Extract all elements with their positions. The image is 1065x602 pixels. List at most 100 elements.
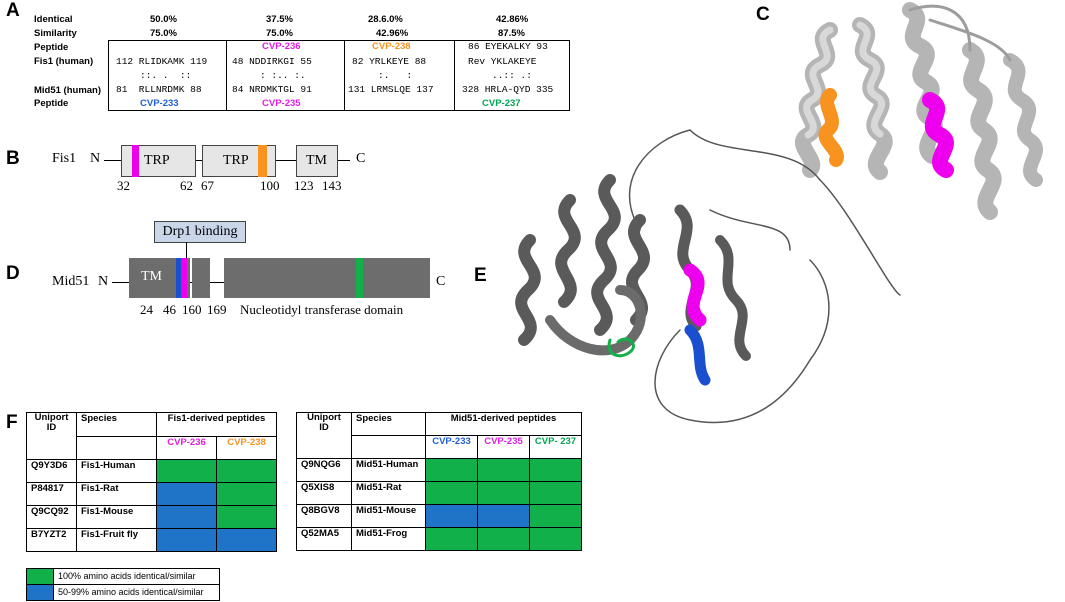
table-row: Q9CQ92 Fis1-Mouse xyxy=(26,505,277,529)
c-terminus: C xyxy=(436,274,446,289)
match-2: : :.. :. xyxy=(260,70,306,81)
header-uniport-line2: ID xyxy=(46,422,57,433)
legend-row-blue: 50-99% amino acids identical/similar xyxy=(27,585,219,600)
species: Fis1-Mouse xyxy=(76,505,157,529)
fis1-seq-1: 112 RLIDKAMK 119 xyxy=(116,56,208,67)
match-3: :. : xyxy=(378,70,413,81)
fis1-conservation-table: Uniport ID Species Fis1-derived peptides… xyxy=(26,412,277,552)
cvp-233-site xyxy=(176,258,181,298)
similarity-3: 42.96% xyxy=(376,28,409,39)
conservation-cell xyxy=(156,459,217,483)
conservation-cell xyxy=(477,458,530,482)
mid51-seq-1: 81 RLLNRDMK 88 xyxy=(116,84,202,95)
cvp-236-helix xyxy=(922,92,954,178)
match-4: ..:: .: xyxy=(492,70,532,81)
legend-swatch-blue xyxy=(27,585,54,600)
cvp-237-site xyxy=(356,258,363,298)
helix-2-highlight xyxy=(856,21,886,138)
conservation-cell xyxy=(425,527,478,551)
pos-160: 160 xyxy=(182,302,202,317)
header-cvp-236: CVP-236 xyxy=(156,436,217,460)
header-blank xyxy=(351,435,426,459)
species: Mid51-Human xyxy=(351,458,426,482)
peptide-cvp-236: CVP-236 xyxy=(262,41,301,52)
species: Mid51-Rat xyxy=(351,481,426,505)
conservation-cell xyxy=(216,459,277,483)
header-cvp-237: CVP- 237 xyxy=(529,435,582,459)
fis1-seq-2: 48 NDDIRKGI 55 xyxy=(232,56,312,67)
domain-label: Nucleotidyl transferase domain xyxy=(240,302,404,317)
species: Fis1-Rat xyxy=(76,482,157,506)
alignment-divider xyxy=(226,40,227,111)
row-label-similarity: Similarity xyxy=(34,28,77,39)
header-cvp-235: CVP-235 xyxy=(477,435,530,459)
mid51-seq-4: 328 HRLA-QYD 335 xyxy=(462,84,554,95)
conservation-cell xyxy=(216,528,277,552)
panel-label-d: D xyxy=(6,263,20,284)
header-uniport: Uniport ID xyxy=(296,412,352,459)
header-uniport-line1: Uniport xyxy=(307,412,341,423)
pos-24: 24 xyxy=(140,302,153,317)
binding-connector xyxy=(186,242,187,258)
n-terminus: N xyxy=(98,274,109,289)
species: Fis1-Human xyxy=(76,459,157,483)
legend-label-green: 100% amino acids identical/similar xyxy=(58,571,196,581)
table-row: Q8BGV8 Mid51-Mouse xyxy=(296,504,582,528)
pos-62: 62 xyxy=(180,178,193,193)
identical-4: 42.86% xyxy=(496,14,529,25)
panel-label-b: B xyxy=(6,148,20,169)
conservation-cell xyxy=(216,505,277,529)
conservation-cell xyxy=(156,505,217,529)
header-cvp-233: CVP-233 xyxy=(425,435,478,459)
table-row: B7YZT2 Fis1-Fruit fly xyxy=(26,528,277,552)
header-blank xyxy=(76,436,157,460)
legend-row-green: 100% amino acids identical/similar xyxy=(27,569,219,585)
peptide-cvp-238: CVP-238 xyxy=(372,41,411,52)
mid51-conservation-table: Uniport ID Species Mid51-derived peptide… xyxy=(296,412,582,551)
peptide-cvp-235: CVP-235 xyxy=(262,98,301,109)
similarity-4: 87.5% xyxy=(498,28,525,39)
conservation-cell xyxy=(425,481,478,505)
alignment-divider xyxy=(454,40,455,111)
conservation-cell xyxy=(529,527,582,551)
panel-label-c: C xyxy=(756,4,770,25)
identical-1: 50.0% xyxy=(150,14,177,25)
pos-67: 67 xyxy=(201,178,214,193)
tm-domain: TM xyxy=(129,258,176,298)
table-row: P84817 Fis1-Rat xyxy=(26,482,277,506)
conservation-cell xyxy=(529,458,582,482)
panel-label-e: E xyxy=(474,265,487,286)
trp-domain-1: TRP xyxy=(121,145,196,177)
trp-domain-2: TRP xyxy=(202,145,276,177)
uniport-id: Q5XIS8 xyxy=(296,481,352,505)
uniport-id: P84817 xyxy=(26,482,77,506)
linker-segment xyxy=(187,258,190,298)
tm-label: TM xyxy=(141,269,162,284)
pos-123: 123 xyxy=(294,178,314,193)
cvp-238-site xyxy=(258,145,267,177)
row-label-identical: Identical xyxy=(34,14,73,25)
legend-swatch-green xyxy=(27,569,54,584)
uniport-id: B7YZT2 xyxy=(26,528,77,552)
alignment-box xyxy=(108,40,570,111)
fis1-name: Fis1 xyxy=(52,151,77,166)
trp-label-1: TRP xyxy=(144,153,170,168)
nucleotidyl-transferase-domain xyxy=(224,258,430,298)
fis1-seq-4-rev: Rev YKLAKEYE xyxy=(468,56,537,67)
pos-143: 143 xyxy=(322,178,342,193)
row-label-peptide-bottom: Peptide xyxy=(34,98,69,109)
uniport-id: Q9NQG6 xyxy=(296,458,352,482)
loop-linker xyxy=(709,209,791,251)
peptide-cvp-233: CVP-233 xyxy=(140,98,179,109)
pos-46: 46 xyxy=(163,302,176,317)
identical-2: 37.5% xyxy=(266,14,293,25)
mid51-seq-3: 131 LRMSLQE 137 xyxy=(348,84,434,95)
trp-label-2: TRP xyxy=(223,153,249,168)
fis1-seq-4: 86 EYEKALKY 93 xyxy=(468,41,548,52)
uniport-id: Q9Y3D6 xyxy=(26,459,77,483)
similarity-2: 75.0% xyxy=(266,28,293,39)
mid51-structure-image xyxy=(515,129,901,424)
conservation-cell xyxy=(529,504,582,528)
header-species: Species xyxy=(76,412,157,437)
cvp-235-site xyxy=(181,258,187,298)
